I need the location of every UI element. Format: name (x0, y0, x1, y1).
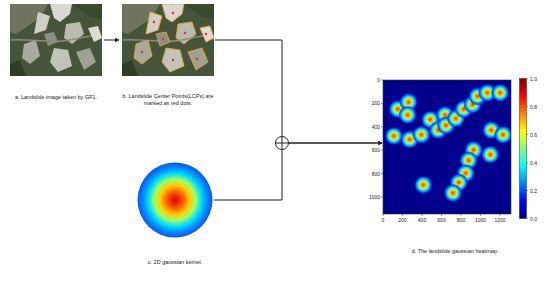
tick-label: 0.4 (530, 160, 544, 166)
image-panel: a. Landslide image taken by GF1. (10, 4, 102, 76)
panel-caption: a. Landslide image taken by GF1. (15, 94, 97, 101)
tick-label: 0.6 (530, 132, 544, 138)
tick-label: 0 (373, 217, 393, 223)
sum-symbol (274, 135, 290, 151)
image-panel: c. 2D gaussian kernel. (137, 162, 213, 238)
panel-caption: d. The landslide gaussian heatmap. (412, 248, 499, 255)
colorbar (519, 78, 528, 219)
tick-label: 800 (451, 217, 471, 223)
tick-label: 1000 (359, 194, 380, 200)
tick-label: 1000 (471, 217, 491, 223)
marked-landslide-photo (122, 4, 214, 76)
tick-label: 0.2 (530, 188, 544, 194)
tick-label: 400 (359, 124, 380, 130)
tick-label: 200 (359, 100, 380, 106)
tick-label: 600 (432, 217, 452, 223)
flow-arrow (215, 40, 382, 143)
image-panel: b. Landslide Center Points(LCPs) are mar… (122, 4, 214, 76)
panel-caption: c. 2D gaussian kernel. (148, 259, 202, 266)
tick-label: 0.0 (530, 216, 544, 222)
gaussian-kernel (137, 162, 213, 238)
flow-arrow (104, 40, 119, 41)
flow-arrow (214, 143, 382, 200)
tick-label: 200 (393, 217, 413, 223)
landslide-photo (10, 4, 102, 76)
tick-label: 400 (412, 217, 432, 223)
tick-label: 0.8 (530, 104, 544, 110)
image-panel: d. The landslide gaussian heatmap.020040… (383, 80, 511, 214)
tick-label: 0 (359, 77, 380, 83)
tick-label: 1.0 (530, 76, 544, 82)
tick-label: 800 (359, 171, 380, 177)
tick-label: 1200 (490, 217, 510, 223)
tick-label: 600 (359, 147, 380, 153)
panel-caption: b. Landslide Center Points(LCPs) are mar… (116, 93, 220, 107)
heatmap-image (383, 80, 511, 214)
